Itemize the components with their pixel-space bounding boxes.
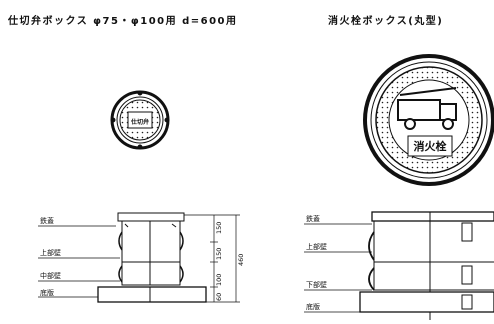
left-label-middle-wall: 中部壁 — [40, 272, 61, 280]
dim-60: 60 — [215, 293, 223, 301]
right-drawing-title: 消火栓ボックス(丸型) — [328, 16, 444, 27]
fire-hydrant-cover-top-view — [363, 54, 494, 186]
dim-150-upper: 150 — [215, 222, 223, 234]
left-leader-lines — [38, 225, 120, 298]
fire-hydrant-cover-text: 消火栓 — [414, 139, 447, 153]
right-label-base: 底版 — [306, 303, 320, 311]
left-label-base: 底版 — [40, 289, 54, 297]
dim-460-total: 460 — [237, 254, 245, 266]
gate-valve-cover-text: 仕切弁 — [130, 118, 149, 126]
left-dimension-lines — [184, 214, 240, 303]
left-label-upper-wall: 上部壁 — [40, 249, 61, 257]
dim-150-middle: 150 — [215, 248, 223, 260]
left-label-lid: 鉄蓋 — [40, 217, 54, 225]
right-label-lower-wall: 下部壁 — [306, 281, 327, 289]
gate-valve-cover-top-view — [110, 90, 170, 150]
gate-valve-box-section — [97, 212, 207, 303]
left-drawing-title: 仕切弁ボックス φ75・φ100用 d=600用 — [8, 16, 238, 27]
right-label-lid: 鉄蓋 — [306, 215, 320, 223]
right-leader-lines — [304, 223, 372, 313]
fire-hydrant-box-section — [359, 211, 494, 320]
right-label-upper-wall: 上部壁 — [306, 243, 327, 251]
dim-100: 100 — [215, 274, 223, 286]
